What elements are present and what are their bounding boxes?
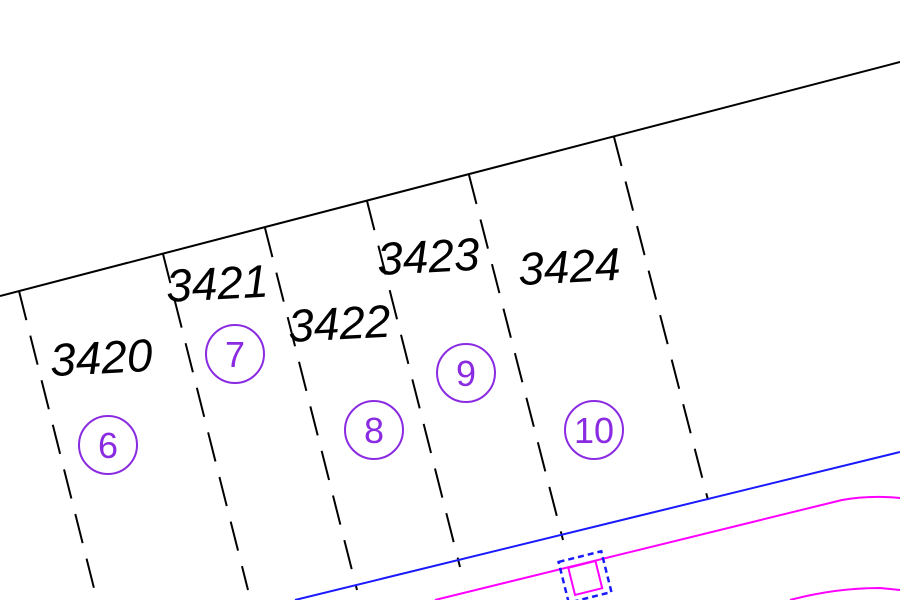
lot-number-7: 7 — [225, 334, 245, 375]
parcel-numbers: 3420 3421 3422 3423 3424 — [49, 228, 622, 386]
utility-line-lower — [789, 586, 900, 600]
parcel-number-3422: 3422 — [287, 295, 392, 352]
parcel-number-3421: 3421 — [165, 255, 270, 312]
utility-box-icon — [557, 549, 613, 600]
lot-marker-6: 6 — [78, 415, 138, 475]
divider-line — [18, 290, 98, 600]
lot-marker-circle — [78, 415, 138, 475]
lot-marker-7: 7 — [205, 324, 265, 384]
lot-marker-9: 9 — [436, 343, 496, 403]
parcel-dividers — [18, 136, 709, 600]
lot-number-8: 8 — [364, 410, 384, 451]
lot-number-9: 9 — [456, 353, 476, 394]
utility-box-outer — [557, 549, 613, 600]
lot-number-10: 10 — [574, 410, 614, 451]
divider-line — [264, 227, 358, 591]
utility-box-inner — [567, 559, 604, 597]
parcel-number-3420: 3420 — [49, 329, 154, 386]
lot-markers: 6 7 8 9 10 — [78, 324, 624, 475]
divider-line — [162, 253, 249, 591]
divider-line — [613, 136, 709, 501]
divider-line — [468, 174, 564, 541]
utility-line — [434, 495, 900, 600]
rear-boundary-line — [0, 61, 900, 297]
lot-marker-circle — [436, 343, 496, 403]
lot-number-6: 6 — [98, 425, 118, 466]
parcel-number-3424: 3424 — [517, 238, 622, 295]
lot-marker-10: 10 — [564, 400, 624, 460]
lot-marker-circle — [564, 400, 624, 460]
lot-marker-8: 8 — [344, 400, 404, 460]
parcel-number-3423: 3423 — [376, 228, 481, 285]
road-edge-line — [294, 451, 900, 600]
divider-line — [366, 200, 461, 568]
lot-marker-circle — [344, 400, 404, 460]
lot-marker-circle — [205, 324, 265, 384]
